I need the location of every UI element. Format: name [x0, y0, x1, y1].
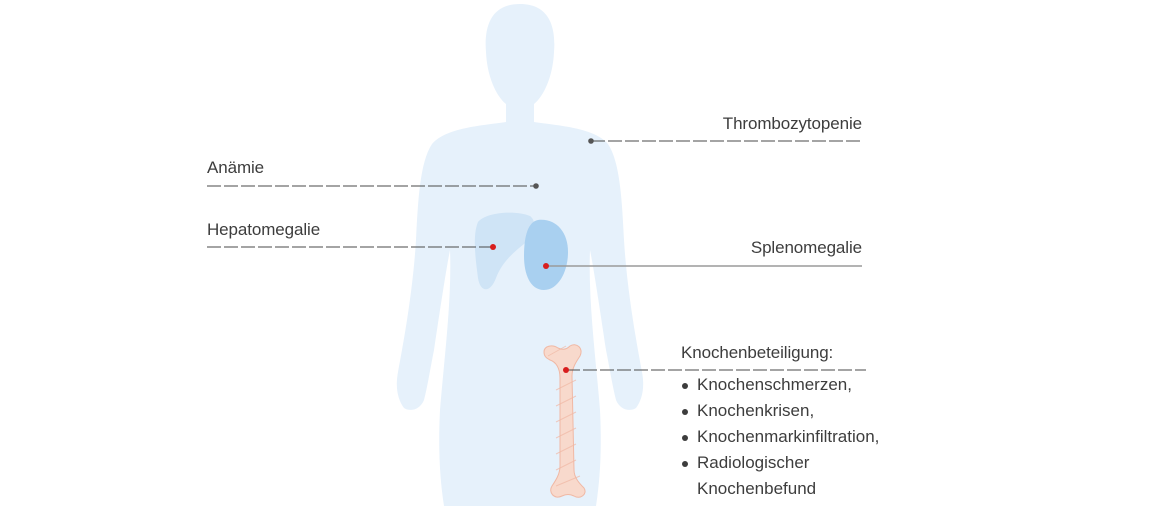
bullet-icon: [682, 435, 688, 441]
list-item: Knochenkrisen,: [681, 398, 879, 424]
marker-bone: [563, 367, 569, 373]
label-bone-involvement: Knochenbeteiligung:: [681, 343, 834, 362]
marker-hepatomegaly: [490, 244, 496, 250]
label-hepatomegaly: Hepatomegalie: [207, 220, 321, 239]
bullet-icon: [682, 383, 688, 389]
marker-thrombocytopenia: [588, 138, 594, 144]
list-item-continuation: Knochenbefund: [697, 479, 817, 498]
list-item-text: Radiologischer: [697, 453, 810, 472]
label-thrombocytopenia: Thrombozytopenie: [722, 114, 862, 133]
bone-involvement-list: Knochenschmerzen, Knochenkrisen, Knochen…: [681, 372, 879, 502]
label-splenomegaly: Splenomegalie: [750, 238, 862, 257]
spleen-shape: [524, 219, 568, 290]
list-item: Radiologischer Knochenbefund: [681, 450, 879, 502]
bullet-icon: [682, 461, 688, 467]
bullet-icon: [682, 409, 688, 415]
list-item-text: Knochenschmerzen,: [697, 375, 852, 394]
label-anaemia: Anämie: [207, 158, 265, 177]
marker-anaemia: [533, 183, 539, 189]
femur-bone: [543, 344, 586, 498]
list-item: Knochenmarkinfiltration,: [681, 424, 879, 450]
marker-splenomegaly: [543, 263, 549, 269]
liver-shape: [474, 212, 535, 290]
body-silhouette: [396, 4, 644, 506]
list-item-text: Knochenmarkinfiltration,: [697, 427, 880, 446]
list-item-text: Knochenkrisen,: [697, 401, 815, 420]
list-item: Knochenschmerzen,: [681, 372, 879, 398]
